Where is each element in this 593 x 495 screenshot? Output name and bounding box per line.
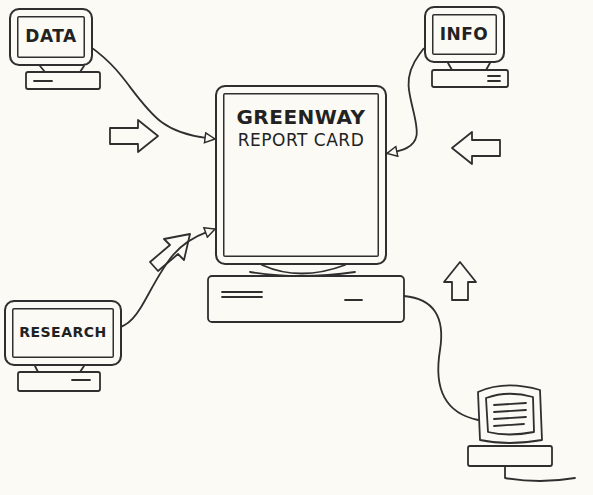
block-arrow xyxy=(150,234,190,271)
screen-label: GREENWAY xyxy=(236,105,365,130)
block-arrow xyxy=(452,132,500,164)
drive-slot xyxy=(488,75,500,77)
monitor-neck xyxy=(262,265,345,274)
computer-base xyxy=(208,276,404,322)
screen-subtitle: REPORT CARD xyxy=(238,130,364,151)
research-monitor: RESEARCH xyxy=(4,300,122,366)
computer-base xyxy=(26,72,100,89)
screen-label: INFO xyxy=(440,24,489,45)
drive-slot xyxy=(345,299,362,301)
screen-label: RESEARCH xyxy=(19,324,107,342)
drive-slot xyxy=(488,80,500,82)
cable-connector xyxy=(93,49,215,139)
blank-computer xyxy=(468,385,575,481)
cable xyxy=(404,296,478,420)
info-monitor: INFO xyxy=(424,6,505,63)
drive-slot xyxy=(222,291,262,293)
computer-base xyxy=(432,70,508,87)
cable-connector xyxy=(387,49,424,154)
computer-base xyxy=(18,372,100,391)
block-arrow xyxy=(444,262,476,300)
drive-slot xyxy=(34,80,52,82)
drive-slot xyxy=(222,296,262,298)
screen-label: DATA xyxy=(25,26,76,47)
drive-slot xyxy=(72,379,90,381)
data-monitor: DATA xyxy=(9,8,93,66)
monitor-neck xyxy=(448,63,490,70)
block-arrow xyxy=(110,120,158,152)
cable-connector xyxy=(122,229,215,326)
report-card-monitor: GREENWAYREPORT CARD xyxy=(215,85,387,265)
